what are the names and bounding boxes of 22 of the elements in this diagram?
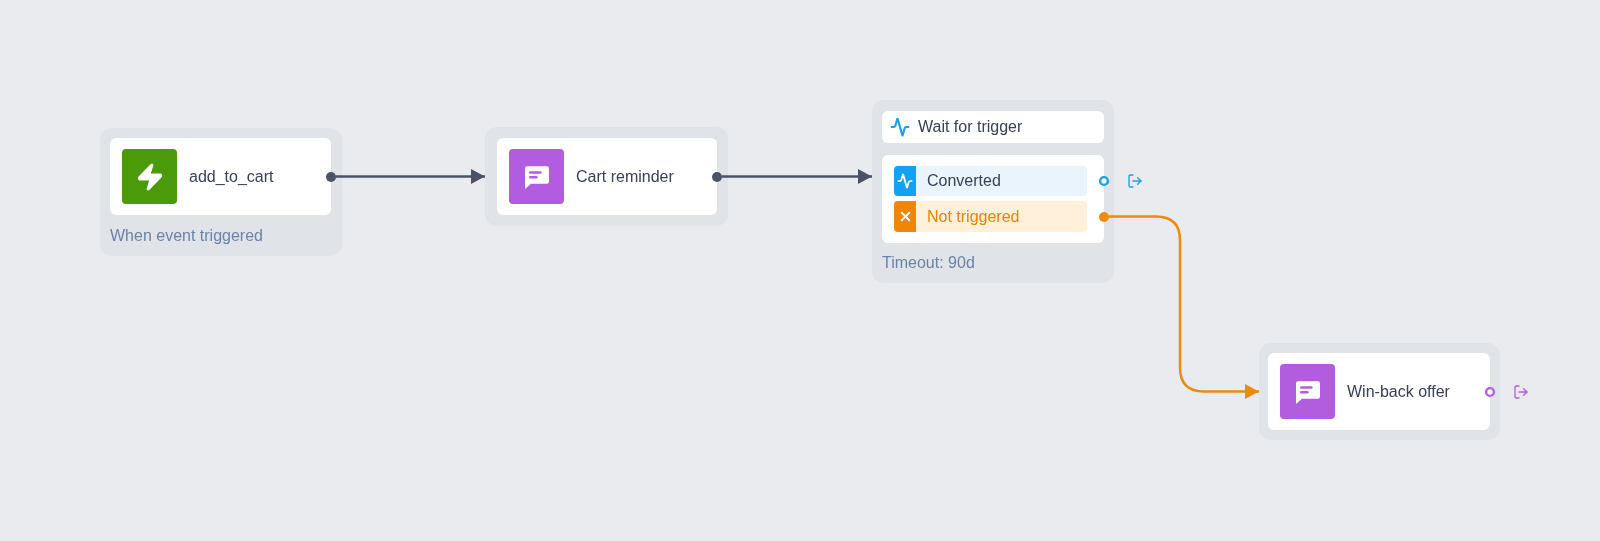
- arrow: [722, 169, 872, 184]
- branch-label: Not triggered: [927, 206, 1020, 227]
- step-title: Cart reminder: [576, 166, 674, 187]
- step-panel: [1259, 343, 1500, 440]
- step-title: Wait for trigger: [918, 117, 1023, 137]
- branch-label: Converted: [927, 171, 1001, 191]
- step-card: [110, 138, 331, 215]
- step-header: [882, 111, 1104, 143]
- arrow: [1109, 215, 1259, 399]
- step-card: [497, 138, 717, 215]
- arrow: [336, 169, 485, 184]
- step-panel: [100, 128, 342, 256]
- step-caption: When event triggered: [110, 226, 263, 246]
- step-caption: Timeout: 90d: [882, 253, 975, 273]
- step-title: add_to_cart: [189, 166, 274, 187]
- step-panel: [872, 100, 1114, 283]
- branch-row: [894, 201, 1087, 232]
- step-card: [1268, 353, 1490, 430]
- step-title: Win-back offer: [1347, 381, 1450, 402]
- step-panel: [485, 127, 728, 226]
- branch-row: [894, 166, 1087, 196]
- branch-panel: [882, 155, 1104, 243]
